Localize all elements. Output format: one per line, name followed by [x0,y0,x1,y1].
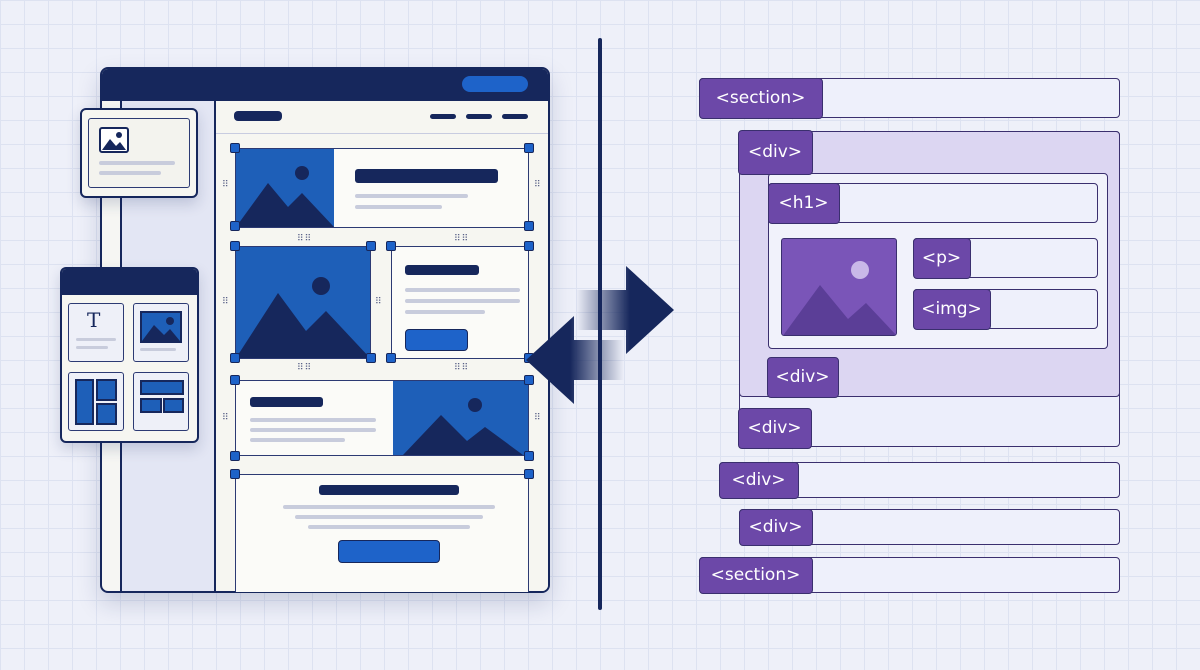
cta-text-line [295,515,483,519]
section-tag: <section> [698,556,813,594]
section-tag: <section> [698,77,823,119]
drag-grip-icon[interactable]: ⠿ [222,180,230,190]
image-icon [236,166,334,227]
resize-handle[interactable] [230,353,240,363]
resize-handle[interactable] [524,241,534,251]
resize-handle[interactable] [230,143,240,153]
split-text-line [250,428,376,432]
text-tool-line [76,346,108,349]
tree-node-section[interactable]: <section> [698,77,1120,119]
text-tool-icon: T [87,308,101,332]
card-heading-placeholder [405,265,479,275]
p-tag: <p> [912,237,971,279]
drag-grip-icon[interactable]: ⠿ [222,413,230,423]
split-text-line [250,438,345,442]
resize-handle[interactable] [524,143,534,153]
resize-handle[interactable] [230,241,240,251]
div-tag: <div> [766,356,839,398]
bidirectional-arrows-icon [526,266,674,404]
drag-grip-icon[interactable]: ⠿ [222,297,230,307]
publish-button[interactable] [462,76,528,92]
img-preview [781,238,897,336]
layout-grid-icon [140,380,184,413]
card-button-placeholder[interactable] [405,329,468,351]
tree-node-h1[interactable]: <h1> [767,182,1098,224]
resize-handle[interactable] [366,353,376,363]
tree-node-p[interactable]: <p> [912,237,1098,279]
site-logo-placeholder [234,111,282,121]
hero-image-placeholder [236,149,334,227]
tree-node-div[interactable]: <div> [766,356,840,398]
split-text-line [250,418,376,422]
image-icon [403,398,523,455]
cta-text-line [283,505,495,509]
drag-grip-icon[interactable]: ⠿⠿ [297,363,313,373]
resize-handle[interactable] [524,221,534,231]
tree-node-div[interactable]: <div> [718,461,1120,499]
palette-header [62,269,197,295]
nav-link-placeholder[interactable] [430,114,456,119]
resize-handle[interactable] [524,375,534,385]
image-icon [140,311,182,343]
cta-text-line [308,525,470,529]
drag-grip-icon[interactable]: ⠿⠿ [297,234,313,244]
drag-grip-icon[interactable]: ⠿ [534,180,542,190]
resize-handle[interactable] [524,469,534,479]
tree-node-img[interactable]: <img> [912,288,1098,330]
hero-text-line [355,194,468,198]
drag-grip-icon[interactable]: ⠿ [534,413,542,423]
resize-handle[interactable] [366,241,376,251]
tree-node-div[interactable]: <div> [737,407,813,449]
resize-handle[interactable] [386,241,396,251]
div-tag: <div> [737,407,812,449]
h1-tag: <h1> [767,182,840,224]
split-heading-placeholder [250,397,323,407]
resize-handle[interactable] [524,451,534,461]
image-widget-line [99,171,161,175]
hero-text-line [355,205,442,209]
split-image-placeholder [393,381,528,455]
text-tool[interactable] [68,303,124,362]
nav-link-placeholder[interactable] [466,114,492,119]
drag-grip-icon[interactable]: ⠿⠿ [454,234,470,244]
card-text-line [405,288,520,292]
card-text-line [405,299,520,303]
div-tag: <div> [718,461,799,499]
image-tool-line [140,348,176,351]
cta-heading-placeholder [319,485,459,495]
image-icon [236,277,370,358]
div-tag: <div> [737,129,813,175]
resize-handle[interactable] [386,353,396,363]
tree-node-div[interactable]: <div> [737,129,814,175]
tree-node-section[interactable]: <section> [698,556,1120,594]
image-icon [783,261,896,335]
image-widget-line [99,161,175,165]
resize-handle[interactable] [230,469,240,479]
img-tag: <img> [912,288,991,330]
text-tool-line [76,338,116,341]
drag-grip-icon[interactable]: ⠿ [375,297,383,307]
feature-image-placeholder [236,247,370,358]
hero-heading-placeholder [355,169,498,183]
nav-divider [216,133,548,134]
nav-link-placeholder[interactable] [502,114,528,119]
card-text-line [405,310,485,314]
drag-grip-icon[interactable]: ⠿⠿ [454,363,470,373]
resize-handle[interactable] [230,375,240,385]
resize-handle[interactable] [230,221,240,231]
cta-button-placeholder[interactable] [338,540,440,563]
tree-node-div[interactable]: <div> [738,508,1120,546]
image-icon [99,127,129,153]
div-tag: <div> [738,508,813,546]
resize-handle[interactable] [230,451,240,461]
layout-grid-icon [75,379,117,425]
